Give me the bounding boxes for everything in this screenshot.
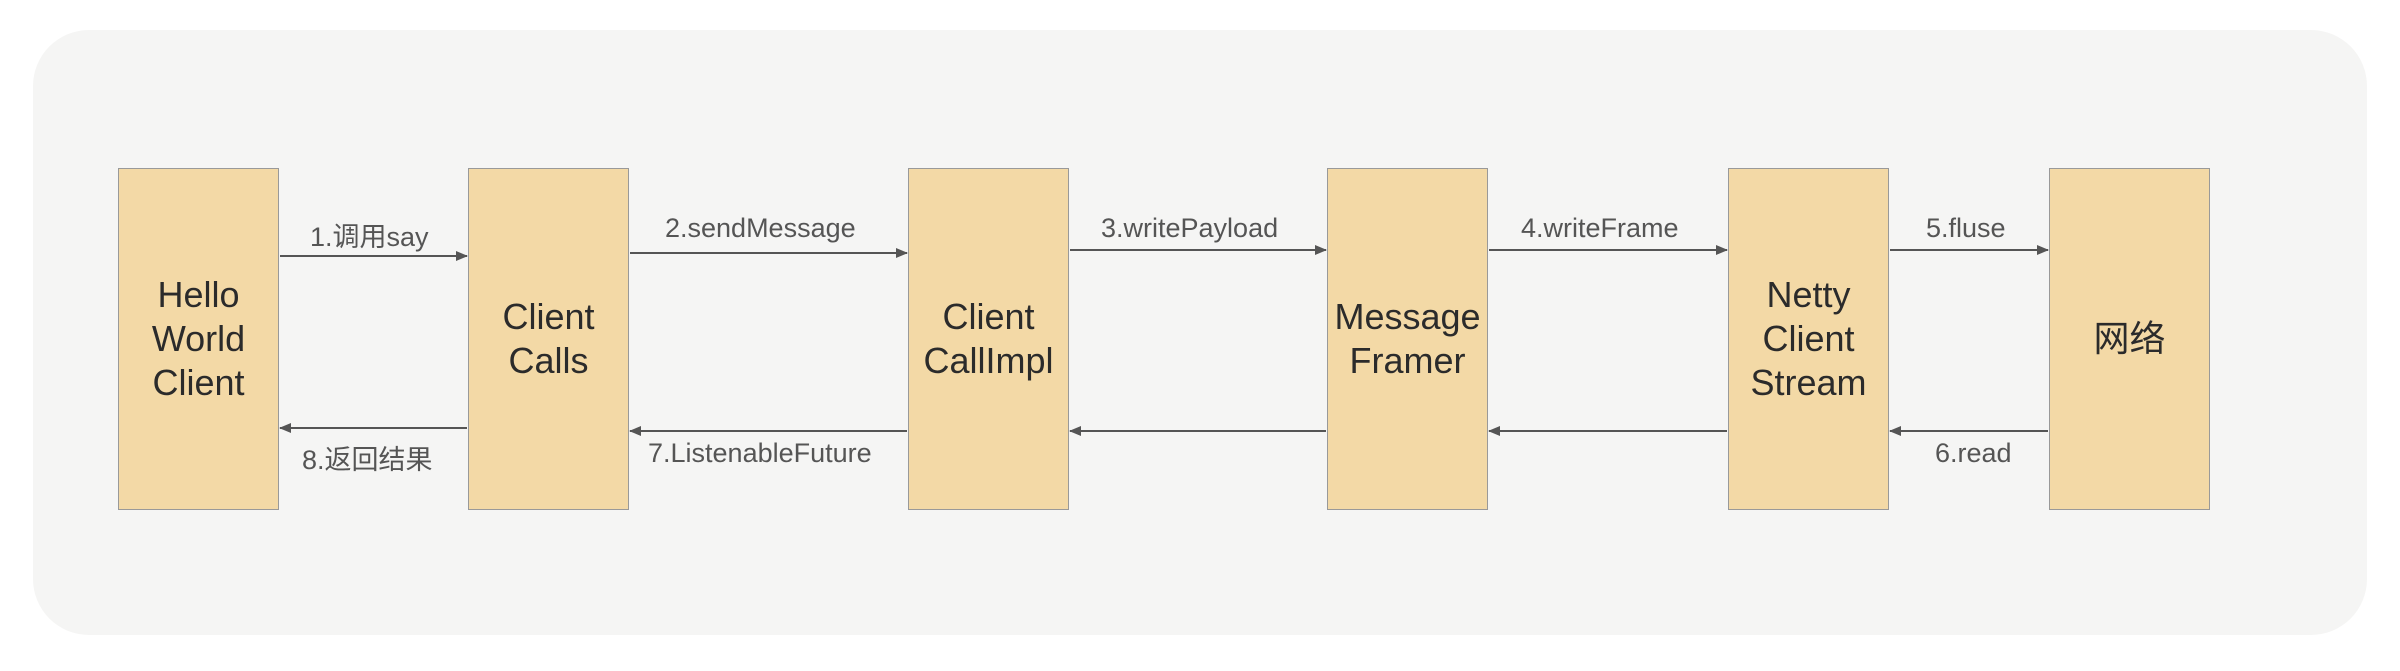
- edge-label-3: 3.writePayload: [1101, 213, 1279, 243]
- edge-label-2: 2.sendMessage: [665, 213, 856, 243]
- node-netty-client-stream: Netty Client Stream: [1728, 168, 1889, 510]
- node-message-framer: Message Framer: [1327, 168, 1488, 510]
- edge-label-4: 4.writeFrame: [1521, 213, 1679, 243]
- node-client-callimpl: Client CallImpl: [908, 168, 1069, 510]
- edge-label-6: 6.read: [1935, 438, 2012, 468]
- diagram-panel: [33, 30, 2367, 635]
- edge-label-5: 5.fluse: [1926, 213, 2006, 243]
- node-network: 网络: [2049, 168, 2210, 510]
- node-client-calls: Client Calls: [468, 168, 629, 510]
- edge-label-8: 8.返回结果: [302, 445, 433, 475]
- node-hello-world-client: Hello World Client: [118, 168, 279, 510]
- edge-label-7: 7.ListenableFuture: [648, 438, 872, 468]
- edge-label-1: 1.调用say: [310, 222, 429, 252]
